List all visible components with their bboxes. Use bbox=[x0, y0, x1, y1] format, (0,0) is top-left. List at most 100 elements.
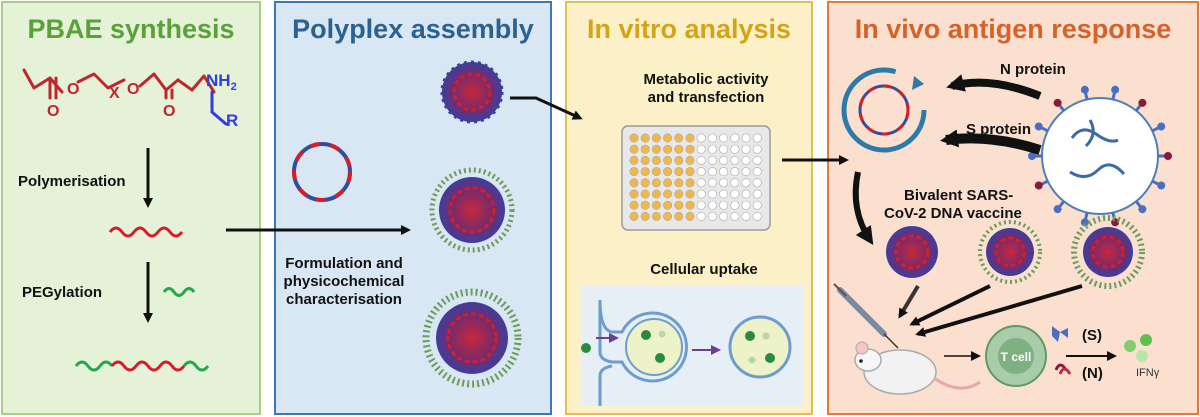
cellular-uptake-label: Cellular uptake bbox=[650, 261, 758, 278]
injection-arrow-2 bbox=[909, 284, 991, 326]
arrow-assembly-to-invitro bbox=[510, 96, 583, 120]
well bbox=[741, 178, 751, 188]
well bbox=[640, 178, 650, 188]
well bbox=[685, 189, 695, 199]
injection-arrow-3 bbox=[915, 284, 1083, 337]
vaccine-label-2: CoV-2 DNA vaccine bbox=[884, 205, 1022, 222]
vaccine-label-1: Bivalent SARS- bbox=[904, 187, 1013, 204]
well bbox=[741, 155, 751, 165]
well bbox=[696, 211, 706, 221]
polymerisation-label: Polymerisation bbox=[18, 173, 126, 190]
t-cell-icon bbox=[985, 325, 1047, 387]
ifn-gamma-icon bbox=[1124, 334, 1152, 362]
chem-o-4: O bbox=[163, 103, 175, 120]
bivalent-plasmid bbox=[841, 67, 927, 153]
diacrylate-structure bbox=[22, 68, 216, 100]
well bbox=[663, 167, 673, 177]
chem-x: X bbox=[109, 85, 120, 102]
well bbox=[674, 200, 684, 210]
well bbox=[651, 167, 661, 177]
well bbox=[651, 144, 661, 154]
syringe-icon bbox=[833, 283, 899, 349]
s-protein-label: S protein bbox=[966, 121, 1031, 138]
well bbox=[663, 178, 673, 188]
well bbox=[752, 211, 762, 221]
well bbox=[707, 167, 717, 177]
well bbox=[629, 144, 639, 154]
well bbox=[663, 144, 673, 154]
well bbox=[752, 144, 762, 154]
well bbox=[696, 133, 706, 143]
well bbox=[629, 133, 639, 143]
well bbox=[685, 167, 695, 177]
well bbox=[663, 200, 673, 210]
well bbox=[707, 155, 717, 165]
pbae-polymer-strand bbox=[108, 226, 184, 238]
virus-spike-tip bbox=[1138, 98, 1147, 107]
sars-cov-2-virus-icon bbox=[1028, 85, 1172, 227]
plasmid-dna bbox=[292, 142, 352, 202]
well bbox=[730, 144, 740, 154]
well bbox=[651, 200, 661, 210]
well bbox=[640, 155, 650, 165]
vaccine-curved-arrow bbox=[852, 171, 874, 245]
well bbox=[741, 144, 751, 154]
well bbox=[696, 167, 706, 177]
ifn-gamma-label: IFNγ bbox=[1136, 367, 1160, 379]
virus-spike-tip bbox=[1034, 122, 1043, 131]
well bbox=[741, 189, 751, 199]
vaccine-polyplex-2 bbox=[978, 220, 1042, 284]
well bbox=[696, 178, 706, 188]
well bbox=[685, 144, 695, 154]
chem-r: R bbox=[226, 111, 238, 130]
well bbox=[752, 155, 762, 165]
mouse-icon bbox=[854, 341, 981, 395]
well bbox=[719, 178, 729, 188]
virus-spike-tip bbox=[1080, 85, 1089, 94]
virus-spike-tip bbox=[1138, 205, 1147, 214]
panel-polyplex-assembly bbox=[274, 1, 552, 415]
well bbox=[730, 200, 740, 210]
well bbox=[685, 133, 695, 143]
well bbox=[741, 211, 751, 221]
well bbox=[674, 178, 684, 188]
well bbox=[674, 211, 684, 221]
injection-arrow-1 bbox=[898, 284, 920, 319]
chem-nh2: NH2 bbox=[206, 71, 237, 93]
metabolic-label-1: Metabolic activity bbox=[643, 71, 769, 88]
well bbox=[730, 211, 740, 221]
s-protein-arrow bbox=[940, 129, 1042, 155]
virus-spike-tip bbox=[1111, 85, 1120, 94]
panel-pbae-synthesis bbox=[1, 1, 261, 415]
well bbox=[629, 189, 639, 199]
well bbox=[696, 200, 706, 210]
well bbox=[707, 144, 717, 154]
well bbox=[685, 155, 695, 165]
well bbox=[730, 155, 740, 165]
well bbox=[629, 167, 639, 177]
chem-o-1: O bbox=[67, 81, 79, 98]
well bbox=[752, 167, 762, 177]
panel-title-synthesis: PBAE synthesis bbox=[27, 14, 234, 44]
well bbox=[629, 155, 639, 165]
formulation-label-3: characterisation bbox=[286, 291, 402, 308]
virus-spike-tip bbox=[1053, 205, 1062, 214]
well bbox=[685, 178, 695, 188]
virus-spike-tip bbox=[1080, 218, 1089, 227]
cellular-uptake-illustration bbox=[581, 286, 804, 406]
polyplex-small bbox=[440, 60, 504, 124]
pegylated-polymer-strand bbox=[74, 360, 210, 372]
well bbox=[651, 189, 661, 199]
peg-strand bbox=[162, 287, 196, 297]
well bbox=[730, 167, 740, 177]
well bbox=[640, 211, 650, 221]
well bbox=[719, 144, 729, 154]
chem-o-3: O bbox=[47, 103, 59, 120]
vaccine-polyplex-3 bbox=[1071, 215, 1145, 289]
well bbox=[730, 133, 740, 143]
well bbox=[752, 189, 762, 199]
panel-title-invitro: In vitro analysis bbox=[587, 14, 791, 44]
well bbox=[696, 189, 706, 199]
well bbox=[719, 189, 729, 199]
